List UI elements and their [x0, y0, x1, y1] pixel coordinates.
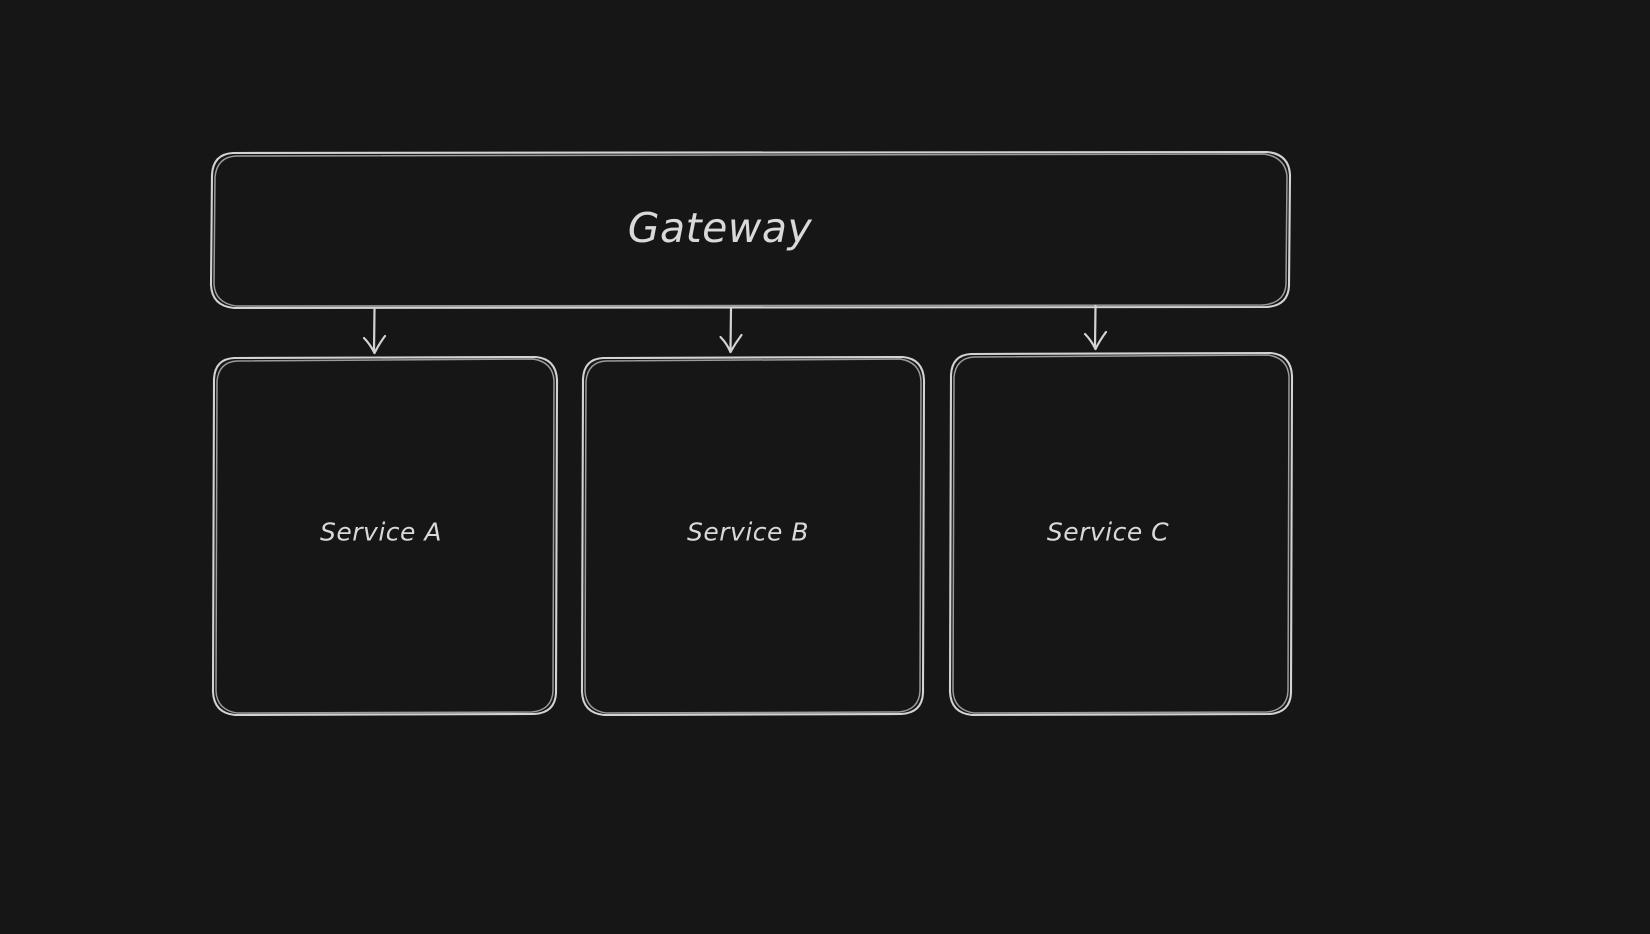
- node-label-gateway: Gateway: [627, 204, 813, 252]
- node-gateway-shape[interactable]: [209, 150, 1292, 310]
- node-service-b-shape[interactable]: [580, 355, 926, 717]
- node-service-c-shape[interactable]: [948, 351, 1294, 717]
- node-label-service-c: Service C: [1046, 517, 1170, 547]
- node-service-a-shape[interactable]: [211, 355, 559, 717]
- edge-gateway-to-service-c[interactable]: [1083, 304, 1108, 351]
- edge-gateway-to-service-b[interactable]: [719, 306, 743, 354]
- edge-gateway-to-service-a[interactable]: [362, 307, 387, 355]
- node-label-service-a: Service A: [320, 517, 442, 547]
- node-label-service-b: Service B: [687, 517, 809, 547]
